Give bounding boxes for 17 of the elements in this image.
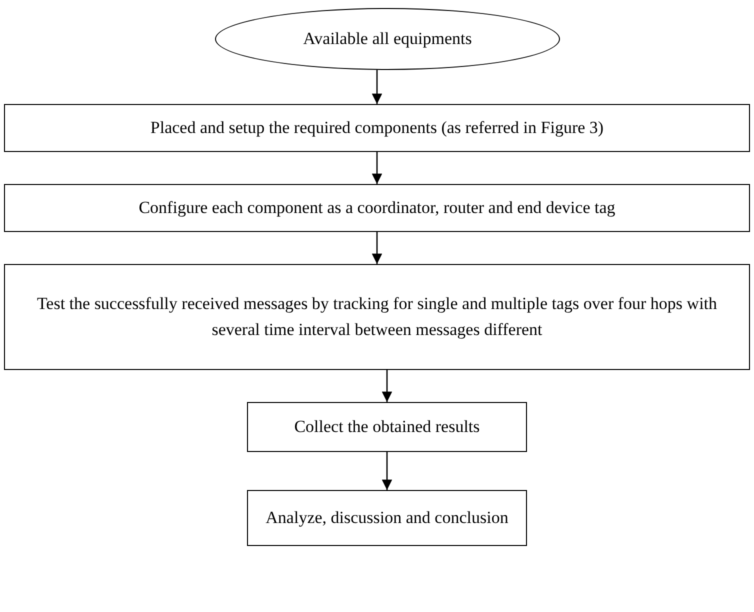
arrow [382,452,392,490]
step-text: Analyze, discussion and conclusion [266,507,508,529]
step-text: Available all equipments [303,28,472,50]
arrow [372,70,382,104]
step-text: Configure each component as a coordinator, router and end device tag [138,197,616,219]
process-box [4,264,750,370]
arrow [372,152,382,184]
process-box [4,184,750,232]
step-text: Collect the obtained results [294,416,480,438]
start-ellipse [215,8,560,70]
step-text: Placed and setup the required components (as referred in Figure 3) [150,117,604,139]
process-box [247,402,527,452]
step-text: Test the successfully received messages by tracking for single and multiple tags over four hops with several time interval between messages different [36,293,718,341]
process-box [4,104,750,152]
process-box [247,490,527,546]
arrow [372,232,382,264]
arrow [382,370,392,402]
